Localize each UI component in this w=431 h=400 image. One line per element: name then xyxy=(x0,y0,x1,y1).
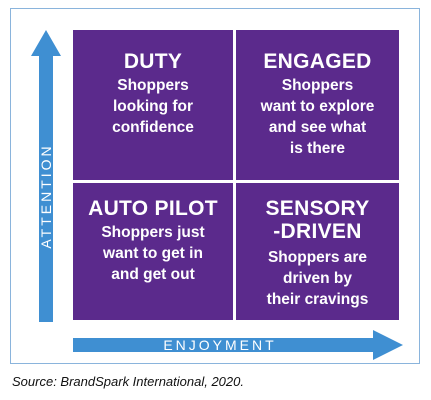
quadrant-description: Shoppers looking for confidence xyxy=(112,77,194,136)
attention-arrow xyxy=(31,30,61,322)
quadrant-description: Shoppers just want to get in and get out xyxy=(101,224,205,283)
quadrant-title: ENGAGED xyxy=(263,50,372,73)
quadrant-auto-pilot: AUTO PILOT Shoppers just want to get in … xyxy=(73,183,233,320)
quadrant-sensory-driven: SENSORY -DRIVEN Shoppers are driven by t… xyxy=(236,183,399,320)
enjoyment-arrow-shape xyxy=(73,330,403,360)
quadrant-description: Shoppers are driven by their cravings xyxy=(266,249,369,308)
quadrant-description: Shoppers want to explore and see what is… xyxy=(260,77,375,157)
quadrant-title: DUTY xyxy=(123,50,183,73)
enjoyment-axis-label: ENJOYMENT xyxy=(163,337,277,353)
enjoyment-arrow xyxy=(73,330,403,360)
attention-axis-label: ATTENTION xyxy=(38,143,54,249)
source-caption: Source: BrandSpark International, 2020. xyxy=(12,374,244,389)
quadrant-duty: DUTY Shoppers looking for confidence xyxy=(73,30,233,180)
diagram-frame xyxy=(10,8,420,364)
quadrant-engaged: ENGAGED Shoppers want to explore and see… xyxy=(236,30,399,180)
quadrant-title: AUTO PILOT xyxy=(88,197,218,220)
quadrant-title: SENSORY -DRIVEN xyxy=(265,197,370,243)
attention-arrow-shape xyxy=(31,30,61,322)
